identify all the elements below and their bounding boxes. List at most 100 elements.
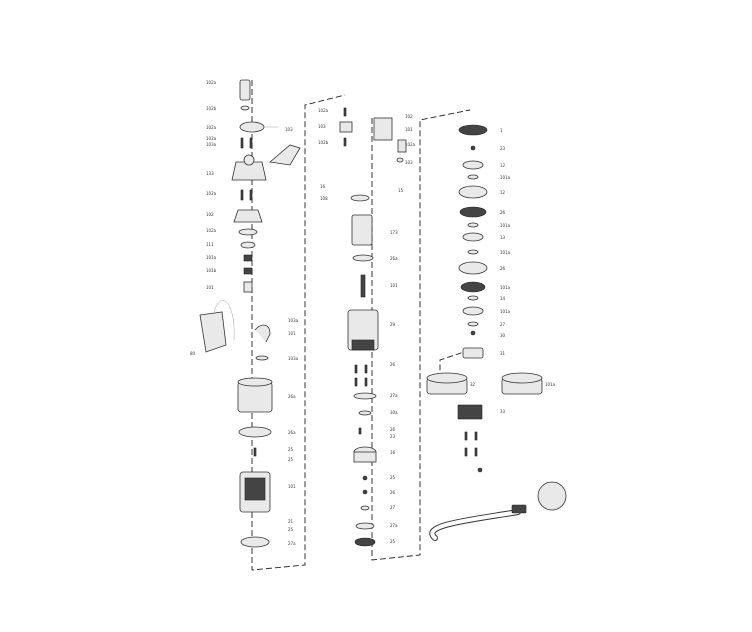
valve-stem [243,281,253,293]
part-label: 102b [206,106,217,111]
part-label: 111 [206,242,214,247]
nut [243,267,253,275]
stator-base [351,339,375,351]
part-label: 103 [318,124,326,129]
bearing-housing-body [353,451,377,463]
o-ring [353,392,377,400]
diffuser [462,232,484,242]
clip-ring [255,355,269,361]
part-label: 101a [500,285,511,290]
part-label: 16 [320,184,326,189]
capacitor [397,139,407,153]
motor-housing [237,381,273,413]
dashed-line-right [439,349,471,375]
motor-rotor [351,214,373,246]
part-label: 31 [500,351,506,356]
screw [364,377,368,387]
part-label: 102a [206,80,217,85]
screw [343,107,347,117]
screw [358,427,362,435]
ball [470,145,476,151]
part-label: 108 [320,196,328,201]
float-ball [537,481,567,511]
part-label: 32 [470,382,476,387]
motor-winding [244,477,266,501]
o-ring [239,121,265,133]
part-label: 101 [390,283,398,288]
pump-base [462,347,484,359]
large-o-ring [240,536,270,548]
part-labels: 102a 102b 102a 103 102a 103a 133 102a 10… [190,80,556,546]
screw [464,447,468,457]
ball [362,489,368,495]
part-label: 102b [318,140,329,145]
part-label: 102 [206,212,214,217]
float-cable [213,300,235,341]
part-label: 12 [500,163,506,168]
screw [364,364,368,374]
part-label: 102a [206,125,217,130]
hose-inner [430,510,520,540]
screw [354,364,358,374]
part-label: 30 [500,333,506,338]
part-label: 101a [500,223,511,228]
large-o-ring [238,426,272,438]
screw [474,431,478,441]
ball [362,475,368,481]
part-label: 25 [390,539,396,544]
o-ring [238,228,258,236]
washer [467,295,479,301]
impeller [460,281,486,293]
part-label: 12 [500,190,506,195]
dashed-line-middle [371,109,471,561]
washer [467,321,479,327]
ball [477,467,483,473]
o-ring [352,254,374,262]
washer [467,222,479,228]
right-column-parts [426,124,567,541]
screw [464,431,468,441]
screw [474,447,478,457]
handle [269,144,301,166]
cover-knob [243,154,255,166]
part-label: 102 [405,114,413,119]
part-label: 103a [206,142,217,147]
valve-body [233,209,263,223]
part-label: 101 [405,127,413,132]
part-label: 13 [500,235,506,240]
part-label: 27 [500,322,506,327]
part-label: 101a [500,309,511,314]
part-label: 103 [405,160,413,165]
part-label: 25 [288,457,294,462]
part-label: 26 [500,210,506,215]
part-label: 25 [288,527,294,532]
part-label: 26 [390,490,396,495]
part-label: 23 [500,146,506,151]
screw [249,189,253,201]
part-label: 25 [288,447,294,452]
part-label: 173 [390,230,398,235]
part-label: 25 [390,475,396,480]
stage-casing [458,261,488,275]
part-label: 103 [285,127,293,132]
part-label: 27a [390,393,398,398]
part-label: 27 [390,505,396,510]
screw [253,447,257,457]
washer [467,249,479,255]
strainer-top [426,372,468,384]
terminal-block [339,121,353,133]
strainer-top [501,372,543,384]
part-label: 101a [206,255,217,260]
part-label: 26 [500,266,506,271]
stage-casing [458,185,488,199]
part-label: 27a [390,523,398,528]
part-label: 26 [390,427,396,432]
part-label: 102a [206,228,217,233]
part-label: 101a [500,175,511,180]
seal-ring [240,105,250,111]
o-ring [240,241,256,249]
hose-connector [239,79,251,101]
part-label: 102a [405,142,416,147]
part-label: 101b [206,268,217,273]
part-label: 133 [206,171,214,176]
